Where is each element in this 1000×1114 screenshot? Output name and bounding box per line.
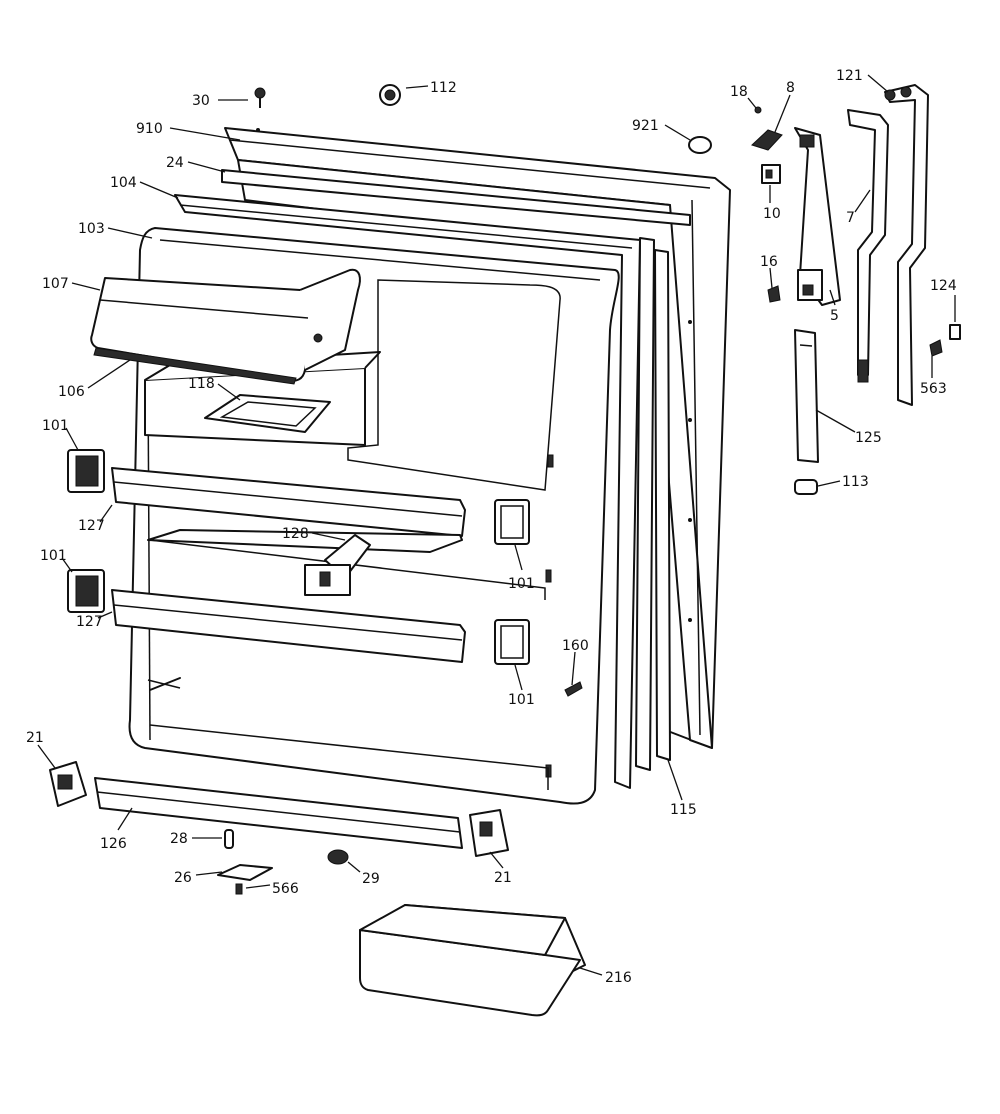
callout-113: 113 [842,474,869,490]
callout-16: 16 [760,254,778,270]
callout-106: 106 [58,384,85,400]
cap-29 [327,849,349,865]
callout-21-right: 21 [494,870,512,886]
callout-160: 160 [562,638,589,654]
plate-26 [217,864,273,881]
end-cap-21-left [49,761,87,807]
callout-5: 5 [830,308,839,324]
bracket-128 [304,534,371,596]
screw-566 [235,883,243,895]
hinge-arm-7 [847,109,889,383]
callout-101-c: 101 [40,548,67,564]
callout-921: 921 [632,118,659,134]
callout-101-d: 101 [508,692,535,708]
callout-112: 112 [430,80,457,96]
shelf-clip-101-b [494,499,530,545]
screw-16 [767,285,781,303]
screw-18 [754,106,762,114]
callout-124: 124 [930,278,957,294]
cap-921 [688,136,712,154]
callout-29: 29 [362,871,380,887]
plug-112 [379,84,401,106]
bracket-8 [751,129,783,151]
bottom-shelf-bar-126 [94,777,463,849]
screw-563 [929,339,943,357]
clip-124 [949,324,961,340]
callout-24: 24 [166,155,184,171]
callout-21-left: 21 [26,730,44,746]
door-gasket-115 [635,237,671,771]
top-trim-24 [221,169,691,226]
callout-216: 216 [605,970,632,986]
door-bin-216 [359,904,586,1017]
leader-lines [37,74,956,976]
end-cap-21-right [469,809,509,857]
spacer-10 [761,164,781,184]
callout-8: 8 [786,80,795,96]
callout-910: 910 [136,121,163,137]
callout-563: 563 [920,381,947,397]
shelf-clip-101-d [494,619,530,665]
pin-28 [224,829,234,849]
callout-107: 107 [42,276,69,292]
dairy-door-hinge-106 [93,347,297,385]
callout-28: 28 [170,831,188,847]
cap-113 [794,479,818,495]
butter-tray-118 [204,394,331,433]
callout-18: 18 [730,84,748,100]
dairy-door-107 [90,268,361,382]
callout-127-b: 127 [76,614,103,630]
shelf-clip-101-c [67,569,105,613]
callout-566: 566 [272,881,299,897]
callout-10: 10 [763,206,781,222]
gasket-frame-104 [174,194,641,789]
callout-127-a: 127 [78,518,105,534]
callout-118: 118 [188,376,215,392]
callout-101-b: 101 [508,576,535,592]
callout-101-a: 101 [42,418,69,434]
callout-115: 115 [670,802,697,818]
callout-26: 26 [174,870,192,886]
callout-7: 7 [846,210,855,226]
screw-30 [254,87,266,108]
callout-128: 128 [282,526,309,542]
shelf-clip-101-a [67,449,105,493]
callout-104: 104 [110,175,137,191]
hinge-5 [794,127,841,306]
callout-121: 121 [836,68,863,84]
callout-125: 125 [855,430,882,446]
callout-103: 103 [78,221,105,237]
screw-160 [564,681,583,697]
callout-126: 126 [100,836,127,852]
shelf-bar-127-lower [111,589,466,691]
callout-30: 30 [192,93,210,109]
callout-labels: 30 112 910 24 104 103 107 106 118 101 12… [26,68,957,986]
shelf-bar-127-upper [111,467,466,553]
hinge-arm-121 [884,84,929,406]
strip-125 [794,329,819,463]
